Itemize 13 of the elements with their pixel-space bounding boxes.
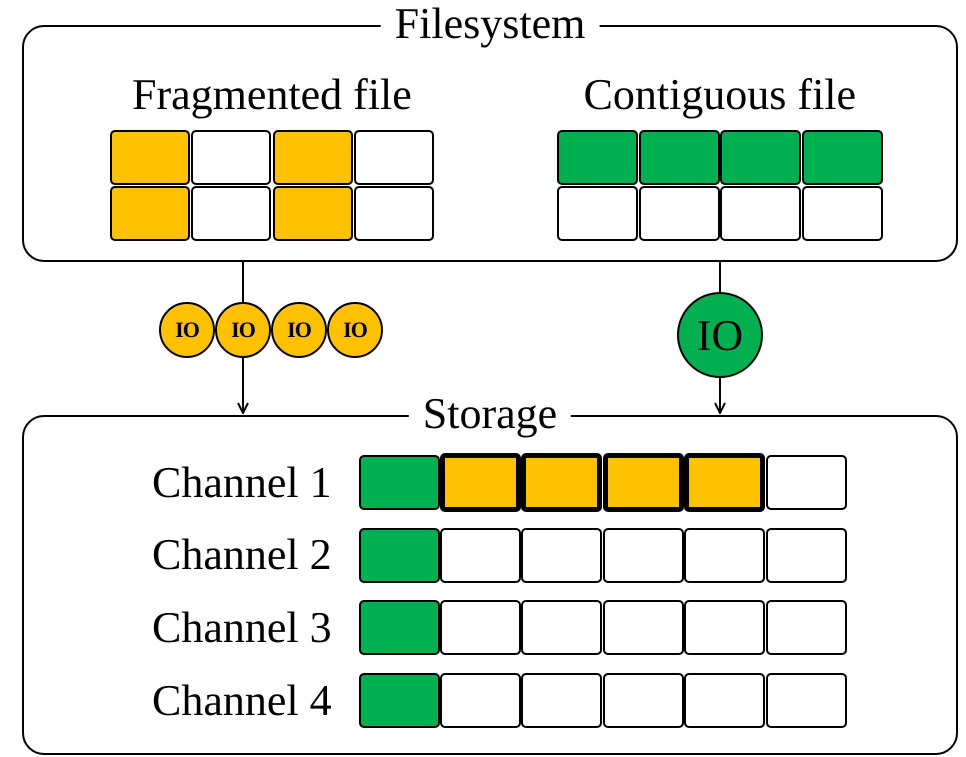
channel-label: Channel 3 <box>152 603 332 653</box>
channel-label: Channel 4 <box>152 676 332 726</box>
group-heading: Fragmented file <box>132 70 412 120</box>
io-circle: IO <box>159 302 215 358</box>
arrow <box>237 358 249 414</box>
channel-label: Channel 2 <box>152 530 332 580</box>
group-heading: Contiguous file <box>584 70 856 120</box>
channel-label: Channel 1 <box>152 458 332 508</box>
io-circle: IO <box>271 302 327 358</box>
io-circle: IO <box>215 302 271 358</box>
arrow <box>714 378 726 414</box>
io-circle: IO <box>327 302 383 358</box>
io-circle: IO <box>677 292 763 378</box>
